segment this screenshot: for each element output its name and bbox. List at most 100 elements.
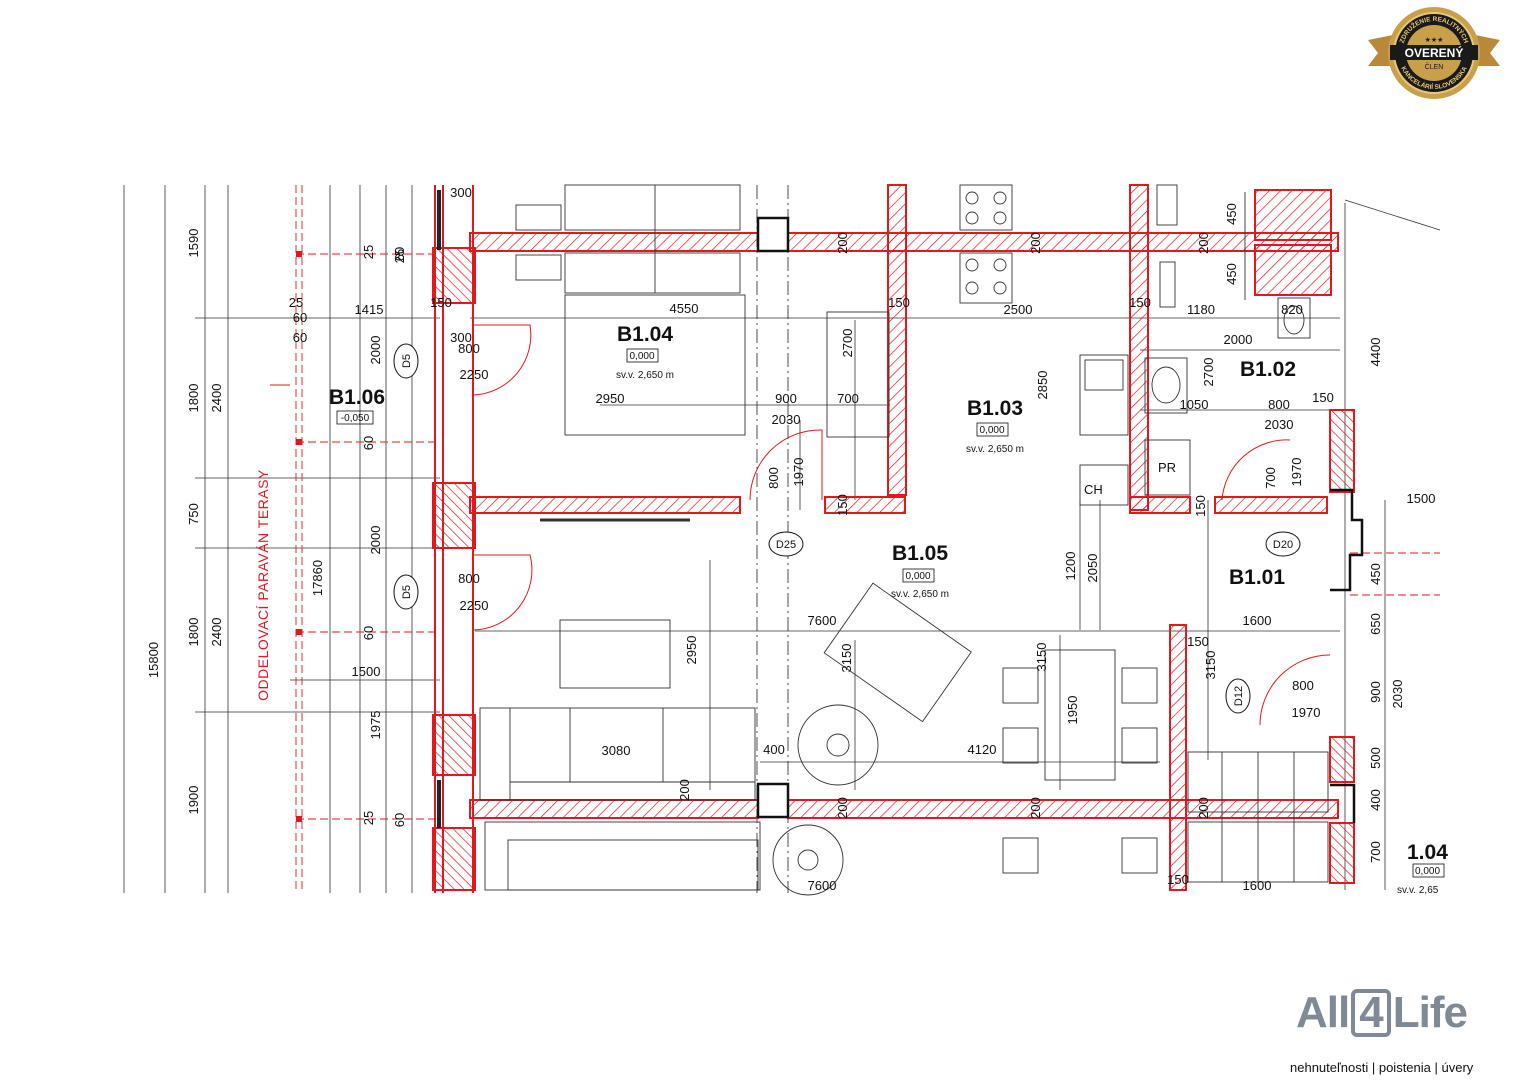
svg-text:60: 60 [293,310,307,325]
svg-text:200: 200 [1196,232,1211,254]
svg-text:400: 400 [1368,789,1383,811]
fixture-label: CH [1084,482,1103,497]
svg-text:200: 200 [835,232,850,254]
svg-text:450: 450 [1368,563,1383,585]
svg-text:2950: 2950 [596,391,625,406]
svg-text:1975: 1975 [368,711,383,740]
svg-text:4120: 4120 [968,742,997,757]
room-label: B1.03 [967,397,1023,420]
level-boxes [336,348,1445,878]
svg-text:1500: 1500 [1407,491,1436,506]
verified-member-badge: ZDRUŽENIE REALITNÝCH KANCELÁRIÍ SLOVENSK… [1368,7,1500,99]
terrace-note: ODDELOVACÍ PARAVÁN TERASY [255,469,271,701]
door-tag: D12 [1233,686,1245,706]
svg-text:450: 450 [1224,263,1239,285]
dimension-labels: 1590 1800 2400 750 1800 2400 15800 17860… [146,185,1435,893]
room-height: sv.v. 2,65 [1397,885,1439,896]
svg-text:25: 25 [361,811,376,825]
badge-stars: ★★★ [1425,36,1444,44]
svg-text:800: 800 [1292,678,1314,693]
svg-text:150: 150 [1167,872,1189,887]
svg-text:700: 700 [837,391,859,406]
svg-text:2000: 2000 [368,336,383,365]
svg-text:2250: 2250 [460,598,489,613]
badge-title: OVERENÝ [1405,45,1464,60]
svg-text:15800: 15800 [146,642,161,678]
svg-text:7600: 7600 [808,613,837,628]
svg-text:1200: 1200 [1063,552,1078,581]
door-swings [270,324,1331,726]
svg-text:2030: 2030 [1265,417,1294,432]
room-level: -0,050 [341,413,370,424]
svg-text:200: 200 [1196,797,1211,819]
svg-text:60: 60 [392,247,407,261]
svg-text:1050: 1050 [1180,397,1209,412]
svg-text:800: 800 [1268,397,1290,412]
svg-text:2050: 2050 [1085,554,1100,583]
svg-text:750: 750 [186,503,201,525]
svg-text:25: 25 [289,295,303,310]
room-level: 0,000 [905,571,930,582]
svg-text:450: 450 [1224,203,1239,225]
svg-text:300: 300 [450,330,472,345]
svg-text:25: 25 [361,245,376,259]
door-tag: D20 [1273,539,1293,551]
grid-axes [295,185,1440,893]
svg-text:2030: 2030 [772,412,801,427]
svg-text:200: 200 [835,797,850,819]
svg-text:60: 60 [392,813,407,827]
svg-text:1800: 1800 [186,618,201,647]
svg-text:17860: 17860 [310,560,325,596]
svg-text:200: 200 [1028,232,1043,254]
svg-text:200: 200 [677,779,692,801]
room-height: sv.v. 2,650 m [616,370,674,381]
svg-text:3150: 3150 [839,644,854,673]
svg-text:2250: 2250 [460,367,489,382]
svg-text:1600: 1600 [1243,613,1272,628]
svg-text:3150: 3150 [1034,643,1049,672]
brand-name-part: Life [1392,988,1468,1037]
svg-text:2950: 2950 [684,636,699,665]
svg-text:1500: 1500 [352,664,381,679]
room-level: 0,000 [1415,866,1440,877]
svg-text:2500: 2500 [1004,302,1033,317]
room-label: 1.04 [1407,841,1448,864]
svg-text:800: 800 [458,341,480,356]
door-tags [393,343,1301,714]
svg-text:150: 150 [430,295,452,310]
svg-text:800: 800 [458,571,480,586]
svg-text:800: 800 [766,467,781,489]
svg-text:2400: 2400 [209,384,224,413]
room-height: sv.v. 2,650 m [891,589,949,600]
svg-text:2000: 2000 [1224,332,1253,347]
svg-text:300: 300 [450,185,472,200]
svg-text:60: 60 [361,436,376,450]
door-tag: D25 [776,539,796,551]
svg-text:2030: 2030 [1390,680,1405,709]
svg-text:1970: 1970 [791,458,806,487]
svg-text:150: 150 [1312,390,1334,405]
svg-text:900: 900 [1368,681,1383,703]
room-level: 0,000 [629,351,654,362]
room-label: B1.02 [1240,358,1296,381]
svg-text:2700: 2700 [1201,358,1216,387]
room-level: 0,000 [979,425,1004,436]
svg-text:650: 650 [1368,613,1383,635]
svg-text:400: 400 [763,742,785,757]
svg-text:150: 150 [1193,495,1208,517]
svg-text:150: 150 [1129,295,1151,310]
black-columns [756,216,1364,823]
room-label: B1.05 [892,542,948,565]
svg-text:150: 150 [888,295,910,310]
svg-text:3150: 3150 [1203,651,1218,680]
furniture [479,184,1329,896]
svg-text:7600: 7600 [808,878,837,893]
room-label: B1.01 [1229,566,1285,589]
svg-text:500: 500 [1368,747,1383,769]
svg-text:60: 60 [361,626,376,640]
svg-text:1900: 1900 [186,786,201,815]
svg-text:2400: 2400 [209,618,224,647]
badge-subtitle: ČLEN [1425,62,1444,71]
svg-text:1950: 1950 [1065,696,1080,725]
